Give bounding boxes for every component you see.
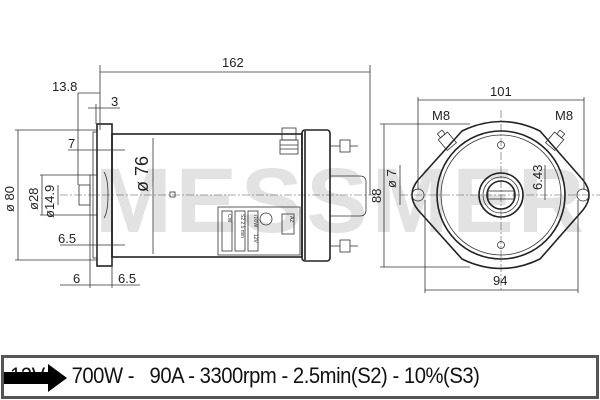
- spec-text: 12V - 700W - 90A - 3300rpm - 2.5min(S2) …: [10, 363, 480, 388]
- dim-height: 88: [369, 189, 384, 203]
- terminal-bottom: [330, 239, 358, 253]
- dim-7: 7: [68, 136, 75, 151]
- motor-end-view: [400, 110, 600, 290]
- spec-bar: 12V - 700W - 90A - 3300rpm - 2.5min(S2) …: [1, 355, 599, 399]
- end-dimensions: 101 M8 M8 94 88 ø 7 6.43: [369, 84, 585, 293]
- dim-hole-spacing: 94: [493, 273, 507, 288]
- plate-text: 12V: [252, 234, 258, 244]
- arrow-right-icon[interactable]: [4, 364, 68, 392]
- dim-spigot-diameter: ø28: [26, 188, 41, 210]
- dim-width: 101: [490, 84, 512, 99]
- motor-side-view: CW S2 2.5 min 700W 12V AZ: [60, 123, 380, 267]
- dim-flange-diameter: ø 80: [2, 186, 17, 212]
- plate-text: CW: [226, 214, 232, 223]
- plate-text: S2 2.5 min: [239, 214, 245, 238]
- thread-label-right: M8: [555, 108, 573, 123]
- plate-text: 700W: [252, 214, 258, 227]
- dim-flange-thickness: 3: [111, 94, 118, 109]
- dim-length: 162: [222, 55, 244, 70]
- dim-body-diameter: ø 76: [132, 156, 152, 192]
- dim-6: 6: [73, 271, 80, 286]
- thread-label-left: M8: [432, 108, 450, 123]
- side-dimensions: 162 13.8 3 7 6.5 6 6.5 ø 80 ø28 ø14.9 ø …: [2, 55, 371, 288]
- dim-shaft: 6.43: [530, 165, 545, 190]
- plate-text: AZ: [288, 216, 294, 222]
- dim-hole-diameter: ø 7: [384, 169, 399, 188]
- dim-shaft-diameter: ø14.9: [42, 185, 57, 218]
- name-plate: [217, 206, 301, 256]
- watermark: MESSMER: [95, 150, 588, 252]
- dim-6-5-left: 6.5: [58, 231, 76, 246]
- dim-6-5-bottom: 6.5: [118, 271, 136, 286]
- dim-flange-offset: 13.8: [52, 79, 77, 94]
- terminal-top: [330, 139, 358, 153]
